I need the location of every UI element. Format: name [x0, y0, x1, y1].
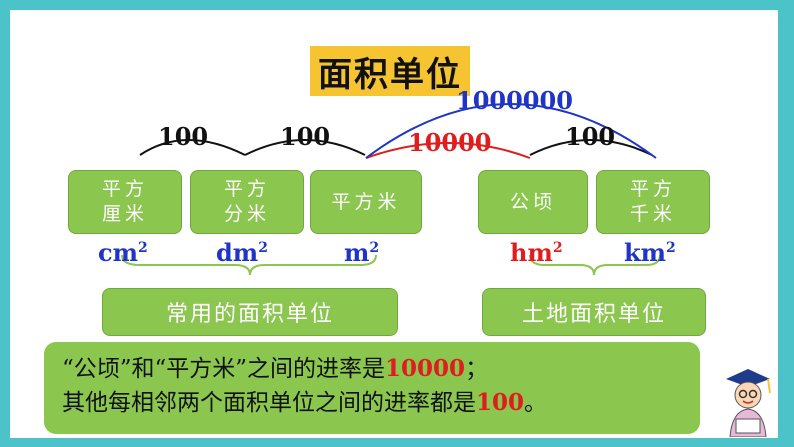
arc-dm-m: [244, 139, 366, 156]
category-land: 土地面积单位: [482, 288, 706, 336]
symbol-base: km: [624, 238, 667, 267]
note-highlight: 10000: [385, 355, 466, 382]
symbol-base: dm: [216, 238, 259, 267]
summary-note: “公顷”和“平方米”之间的进率是10000； 其他每相邻两个面积单位之间的进率都…: [44, 342, 700, 434]
unit-box-km2: 平方千米: [596, 170, 710, 234]
symbol-exp: 2: [258, 240, 268, 256]
note-line-1: “公顷”和“平方米”之间的进率是10000；: [62, 352, 682, 386]
rate-m-km: 1000000: [456, 86, 573, 115]
brace-common: [121, 254, 377, 276]
page-title: 面积单位: [310, 46, 470, 96]
unit-name-line2: 千米: [629, 203, 676, 225]
symbol-hm2: hm2: [510, 238, 563, 267]
rate-hm-km: 100: [565, 122, 616, 151]
note-text: 。: [524, 390, 548, 416]
symbol-dm2: dm2: [216, 238, 268, 267]
unit-name-line2: 分米: [223, 203, 270, 225]
unit-box-hm2: 公顷: [478, 170, 588, 234]
connector-lines: [121, 103, 661, 276]
symbol-exp: 2: [369, 240, 380, 256]
slide: 面积单位 100 100 10000 100 1000000 平方厘米 平方分米…: [10, 10, 778, 438]
note-highlight: 100: [476, 389, 525, 416]
rate-m-hm: 10000: [408, 128, 492, 157]
unit-name-line1: 公顷: [509, 190, 556, 213]
symbol-exp: 2: [552, 240, 563, 256]
unit-box-dm2: 平方分米: [190, 170, 304, 234]
symbol-km2: km2: [624, 238, 676, 267]
unit-name-line1: 平方: [629, 178, 676, 200]
category-common: 常用的面积单位: [102, 288, 398, 336]
rate-cm-dm: 100: [158, 122, 209, 151]
unit-name-line1: 平方: [223, 178, 270, 200]
symbol-base: m: [344, 238, 370, 267]
symbol-exp: 2: [666, 240, 676, 256]
arc-cm-dm: [139, 139, 246, 156]
brace-land: [529, 254, 661, 276]
arc-m-km: [365, 103, 657, 159]
unit-box-cm2: 平方厘米: [68, 170, 182, 234]
unit-name-line1: 平方米: [331, 190, 401, 213]
unit-name-line1: 平方: [101, 178, 148, 200]
note-line-2: 其他每相邻两个面积单位之间的进率都是100。: [62, 386, 682, 420]
teacher-avatar-icon: [726, 369, 771, 437]
unit-name-line2: 厘米: [101, 203, 148, 225]
arc-m-hm: [365, 142, 531, 159]
rate-dm-m: 100: [280, 122, 331, 151]
symbol-exp: 2: [138, 240, 148, 256]
unit-box-m2: 平方米: [310, 170, 422, 234]
symbol-cm2: cm2: [98, 238, 148, 267]
symbol-base: cm: [98, 238, 139, 267]
note-text: 其他每相邻两个面积单位之间的进率都是: [62, 390, 476, 416]
arc-hm-km: [529, 139, 653, 156]
note-text: ；: [465, 356, 489, 382]
note-text: “公顷”和“平方米”之间的进率是: [62, 356, 386, 382]
symbol-m2: m2: [344, 238, 379, 267]
symbol-base: hm: [510, 238, 553, 267]
